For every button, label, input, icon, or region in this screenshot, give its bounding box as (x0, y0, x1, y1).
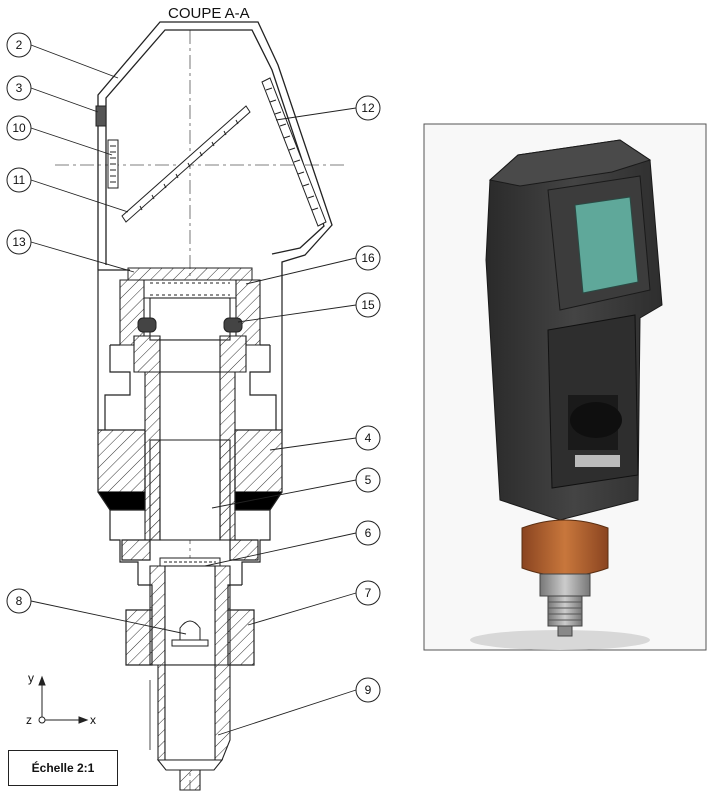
head-housing (97, 21, 333, 290)
svg-text:13: 13 (12, 235, 26, 249)
svg-text:5: 5 (365, 473, 372, 487)
svg-text:8: 8 (16, 594, 23, 608)
leader-lines (30, 44, 357, 736)
svg-text:11: 11 (13, 173, 26, 187)
component-10-board (107, 139, 119, 189)
callout-5: 5 (355, 467, 381, 493)
component-3-block (95, 105, 107, 127)
callout-11: 11 (6, 167, 32, 193)
component-16-plate (127, 267, 253, 299)
component-4-ring (97, 429, 283, 511)
callout-12: 12 (355, 95, 381, 121)
section-title: COUPE A-A (168, 5, 250, 22)
svg-text:2: 2 (16, 38, 23, 52)
axis-x-label: x (90, 713, 96, 727)
callout-8: 8 (6, 588, 32, 614)
component-11-board (121, 105, 251, 223)
svg-text:10: 10 (12, 121, 26, 135)
axis-z-label: z (26, 713, 32, 727)
scale-label: Échelle 2:1 (8, 750, 118, 786)
component-12-display (261, 77, 327, 227)
outer-body (97, 270, 283, 430)
callout-4: 4 (355, 425, 381, 451)
component-9-probe (149, 664, 231, 791)
svg-text:12: 12 (361, 101, 375, 115)
component-8-sensor (171, 620, 209, 647)
callout-15: 15 (355, 292, 381, 318)
callouts: 2 3 10 11 12 13 16 15 4 5 6 8 7 9 (6, 32, 381, 703)
svg-text:7: 7 (365, 586, 372, 600)
render-screen (574, 196, 639, 294)
callout-2: 2 (6, 32, 32, 58)
callout-10: 10 (6, 115, 32, 141)
svg-text:3: 3 (16, 81, 23, 95)
callout-6: 6 (355, 520, 381, 546)
svg-text:16: 16 (361, 251, 375, 265)
svg-text:4: 4 (365, 431, 372, 445)
threaded-sleeve (149, 565, 231, 666)
component-15-seals (137, 317, 243, 333)
svg-text:6: 6 (365, 526, 372, 540)
axis-triad: y z x (26, 671, 96, 727)
callout-13: 13 (6, 229, 32, 255)
callout-16: 16 (355, 245, 381, 271)
lower-flange (109, 510, 271, 585)
svg-text:15: 15 (361, 298, 375, 312)
callout-9: 9 (355, 677, 381, 703)
axis-y-label: y (28, 671, 34, 685)
inner-shaft (144, 371, 236, 541)
render-probe (547, 595, 583, 627)
render-nut (521, 519, 609, 577)
render-3d-view (423, 123, 707, 651)
callout-7: 7 (355, 580, 381, 606)
callout-3: 3 (6, 75, 32, 101)
svg-text:9: 9 (365, 683, 372, 697)
